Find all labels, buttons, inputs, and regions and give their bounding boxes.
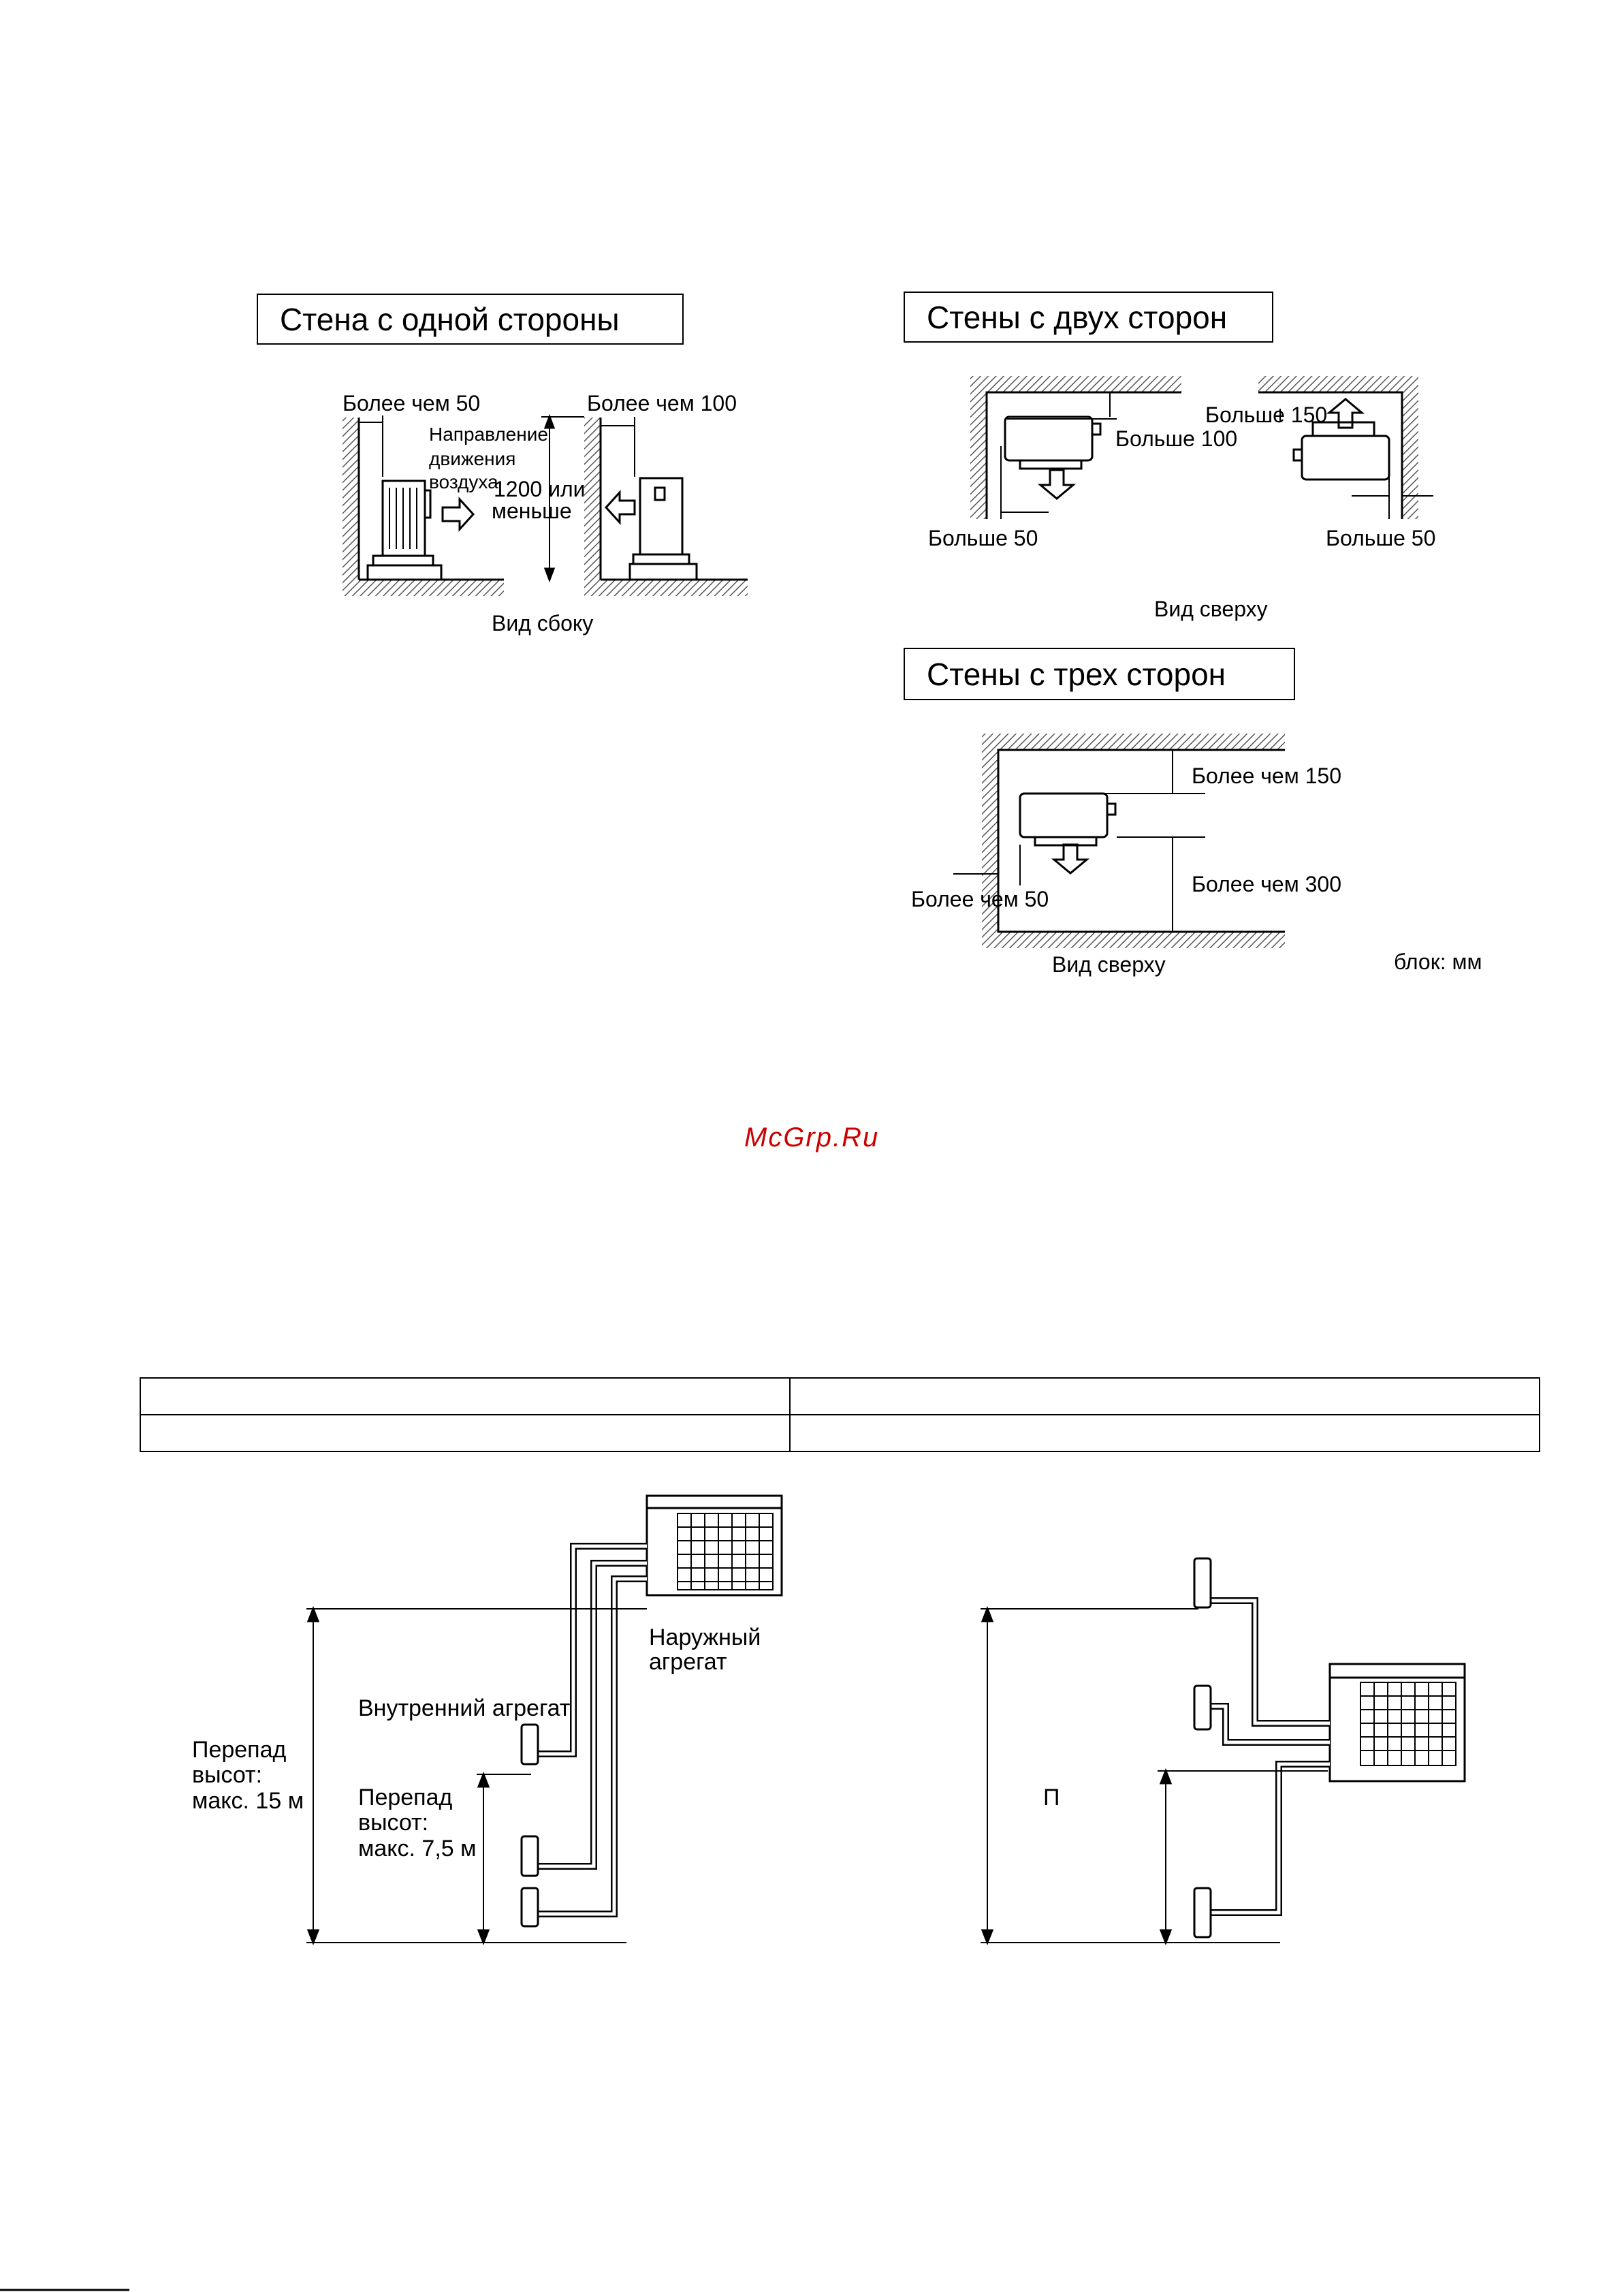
indoor-unit-two-right	[1301, 435, 1390, 481]
airflow-label-3: воздуха	[429, 471, 498, 492]
one-wall-right-gap: Более чем 100	[587, 391, 737, 415]
two-walls-diagram	[970, 376, 1433, 519]
outdoor-unit	[646, 1494, 783, 1597]
one-wall-title: Стена с одной стороны	[280, 301, 620, 337]
arrow-up-icon	[1326, 398, 1365, 429]
total-height-1: Перепад	[192, 1737, 287, 1763]
right-wall	[584, 418, 601, 596]
three-walls-side: Более чем 50	[911, 887, 1049, 911]
partial-height-3: макс. 7,5 м	[358, 1836, 477, 1862]
outdoor-unit-right	[639, 477, 684, 556]
indoor-unit-3	[520, 1887, 539, 1928]
indoor-unit-three	[1019, 792, 1109, 838]
two-walls-title: Стены с двух сторон	[927, 299, 1228, 335]
height-diagram-left	[306, 1494, 783, 1946]
watermark: McGrp.Ru	[744, 1123, 880, 1152]
table-cell	[789, 1414, 1540, 1452]
total-height-3: макс. 15 м	[192, 1788, 304, 1814]
two-walls-bottom-left: Больше 50	[928, 526, 1038, 550]
height-label-1: 1200 или	[494, 477, 586, 501]
total-height-2: высот:	[192, 1762, 263, 1788]
unit-note: блок: мм	[1394, 949, 1482, 974]
table-cell	[789, 1377, 1540, 1415]
partial-height-1: Перепад	[358, 1785, 453, 1810]
two-walls-top-left: Больше 100	[1115, 426, 1238, 451]
indoor-unit-two-left	[1004, 415, 1094, 462]
one-wall-title-box: Стена с одной стороны	[257, 294, 684, 345]
two-walls-top-right: Больше 150	[1205, 403, 1328, 427]
arrow-down-icon	[1037, 469, 1077, 500]
arrow-right-icon	[441, 497, 475, 532]
three-walls-bottom: Более чем 300	[1192, 872, 1341, 896]
height-diagram-right	[981, 1557, 1466, 1946]
two-walls-bottom-right: Больше 50	[1326, 526, 1436, 550]
right-height-mark: П	[1043, 1785, 1060, 1810]
indoor-unit-r1	[1193, 1557, 1212, 1609]
table-row	[140, 1377, 1540, 1415]
indoor-unit-2	[520, 1835, 539, 1877]
one-wall-diagram	[343, 413, 748, 596]
right-floor	[584, 580, 748, 596]
three-walls-top: Более чем 150	[1192, 764, 1341, 788]
indoor-unit-r3	[1193, 1887, 1212, 1938]
three-walls-title: Стены с трех сторон	[927, 656, 1226, 692]
one-wall-caption: Вид сбоку	[492, 611, 594, 635]
airflow-label-1: Направление	[429, 424, 548, 445]
airflow-label-2: движения	[429, 448, 516, 469]
indoor-unit-r2	[1193, 1684, 1212, 1731]
left-wall	[343, 418, 359, 596]
arrow-left-icon	[604, 490, 636, 525]
table-cell	[140, 1414, 791, 1452]
three-walls-title-box: Стены с трех сторон	[904, 648, 1295, 700]
table-row	[140, 1414, 1540, 1452]
one-wall-left-gap: Более чем 50	[343, 391, 481, 415]
height-label-2: меньше	[492, 499, 572, 523]
two-walls-title-box: Стены с двух сторон	[904, 292, 1273, 343]
arrow-down-icon	[1051, 843, 1090, 875]
three-walls-caption: Вид сверху	[1052, 952, 1166, 977]
indoor-unit-1	[520, 1723, 539, 1765]
outdoor-label-2: агрегат	[649, 1649, 727, 1675]
partial-height-2: высот:	[358, 1810, 429, 1836]
table-cell	[140, 1377, 791, 1415]
outdoor-label-1: Наружный	[649, 1624, 761, 1650]
indoor-label: Внутренний агрегат	[358, 1695, 571, 1721]
left-floor	[343, 580, 504, 596]
three-walls-diagram	[953, 734, 1285, 948]
spec-table	[140, 1377, 1540, 1452]
two-walls-caption: Вид сверху	[1154, 597, 1268, 621]
